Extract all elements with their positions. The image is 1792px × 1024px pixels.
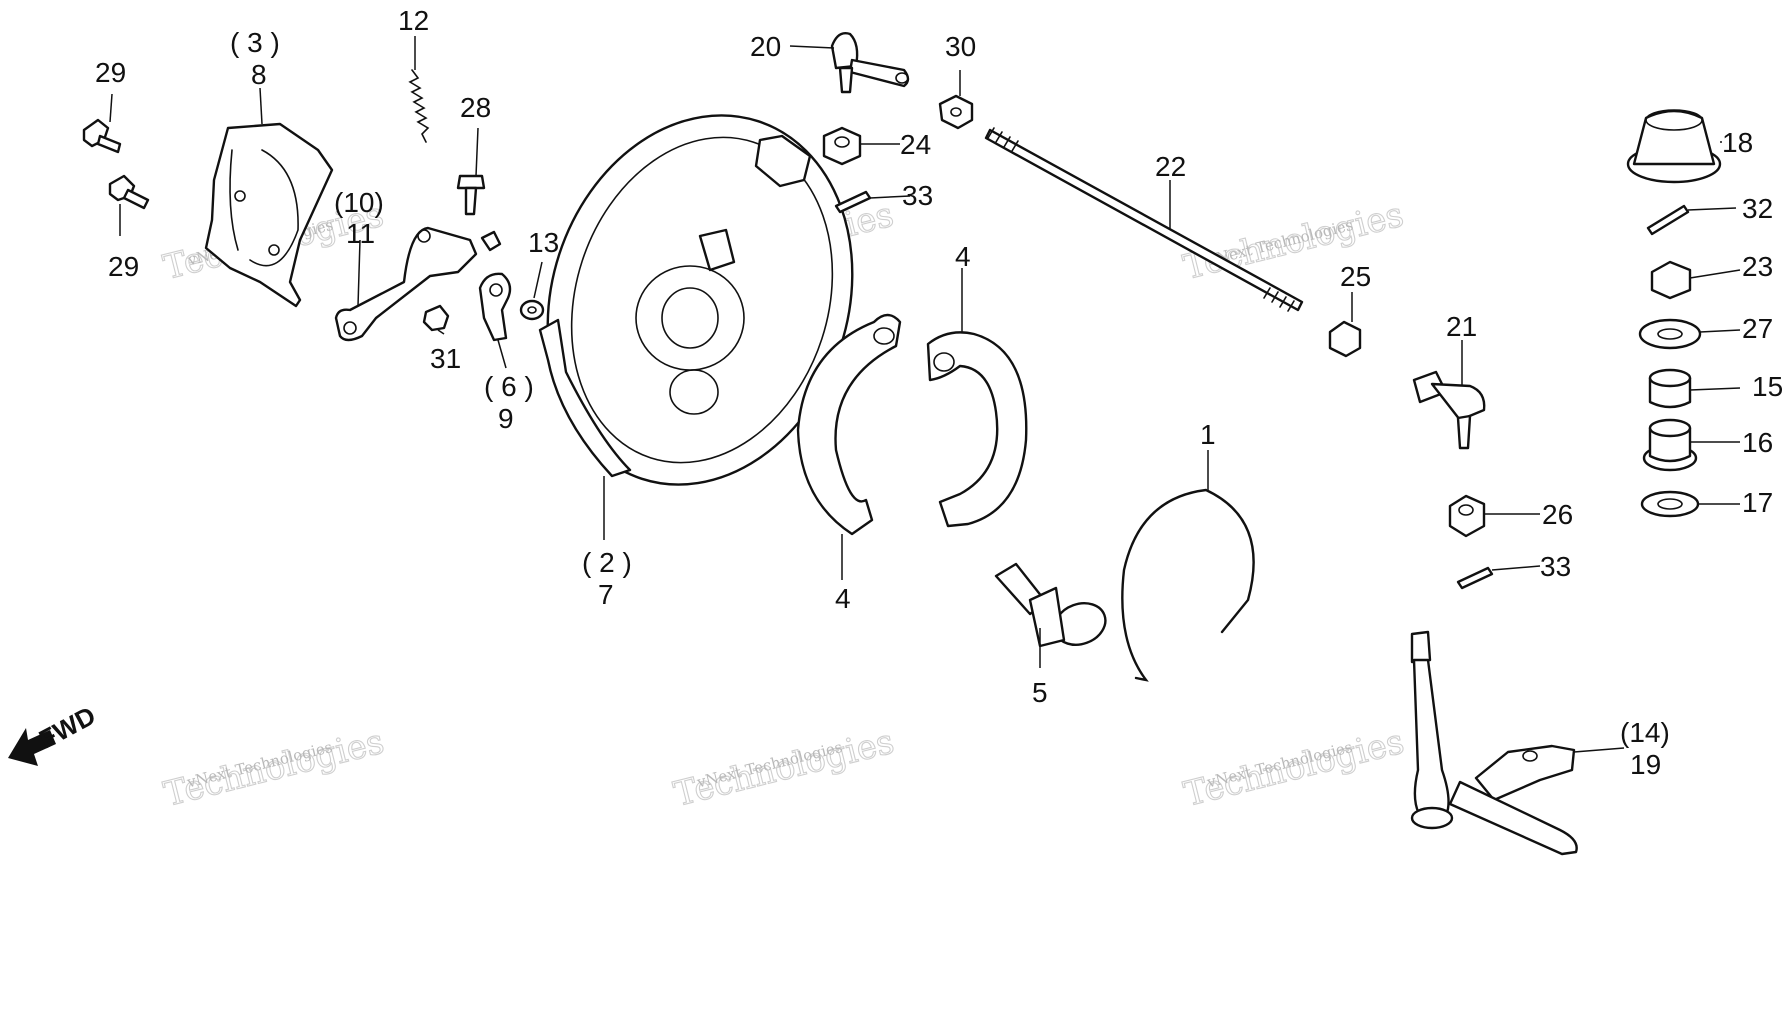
callout-10: (10) [334,187,384,218]
brake-arm-11 [334,226,502,342]
indicator-plate-9 [478,272,512,342]
callout-7: 7 [598,579,614,610]
callout-6: ( 6 ) [484,371,534,402]
callout-8: 8 [251,59,267,90]
ball-joint-21 [1412,370,1486,450]
callout-labels: 29 29 ( 3 ) 8 12 28 (10) 11 31 13 ( 6 ) … [95,5,1783,780]
callout-14: (14) [1620,717,1670,748]
callout-11: 11 [346,218,375,249]
callout-29-upper: 29 [95,57,126,88]
leader-lines [109,36,1741,753]
washer-27 [1638,318,1702,350]
nut-31 [422,304,450,332]
bolt-29-upper [82,118,122,154]
callout-18: 18 [1722,127,1753,158]
washer-13 [519,299,545,321]
callout-4-top: 4 [955,241,971,272]
watermark-bottom-center: Technologies vNext Technologies [669,721,898,815]
brake-shoe-4-left [796,313,902,536]
callout-17: 17 [1742,487,1773,518]
callout-13: 13 [528,227,559,258]
callout-12: 12 [398,5,429,36]
callout-5: 5 [1032,677,1048,708]
callout-28: 28 [460,92,491,123]
callout-15: 15 [1752,371,1783,402]
callout-26: 26 [1542,499,1573,530]
watermark-bottom-left: Technologies vNext Technologies [159,721,388,815]
cotter-pin-33-lower [1456,566,1494,590]
callout-2: ( 2 ) [582,547,632,578]
callout-4-bottom: 4 [835,583,851,614]
callout-33-lower: 33 [1540,551,1571,582]
forward-direction-arrow: FWD [8,700,100,766]
callout-31: 31 [430,343,461,374]
spring-12 [408,69,430,143]
nut-25 [1328,320,1362,358]
watermark-bottom-right: Technologies vNext Technologies [1179,721,1408,815]
callout-33-upper: 33 [902,180,933,211]
bushing-15 [1648,368,1692,409]
callout-29-lower: 29 [108,251,139,282]
bolt-29-lower [108,174,150,210]
callout-9: 9 [498,403,514,434]
castle-nut-26 [1448,494,1486,538]
callout-19: 19 [1630,749,1661,780]
forward-label: FWD [34,700,100,754]
watermark-top-right: Technologies vNext Technologies [1179,194,1408,288]
callout-20: 20 [750,31,781,62]
shaft-22 [984,127,1304,312]
spring-clip-1 [1121,488,1255,682]
brake-cam-5 [994,562,1107,648]
cotter-pin-32 [1646,204,1690,236]
callout-25: 25 [1340,261,1371,292]
bolt-28 [456,174,486,216]
dust-cap-18 [1626,109,1722,184]
callout-3: ( 3 ) [230,27,280,58]
castle-nut-24 [822,126,862,166]
nut-30 [938,94,974,130]
washer-17 [1640,490,1700,518]
callout-27: 27 [1742,313,1773,344]
brake-cover-8 [204,122,334,308]
callout-23: 23 [1742,251,1773,282]
castle-nut-23 [1650,260,1692,300]
callout-1: 1 [1200,419,1216,450]
brake-panel-7 [538,114,854,486]
callout-16: 16 [1742,427,1773,458]
callout-22: 22 [1155,151,1186,182]
callout-32: 32 [1742,193,1773,224]
steering-knuckle-19 [1410,630,1578,856]
callout-24: 24 [900,129,931,160]
brake-shoe-4-right [926,331,1028,528]
bushing-16 [1642,418,1698,472]
callout-21: 21 [1446,311,1477,342]
callout-30: 30 [945,31,976,62]
ball-joint-20 [830,32,910,94]
